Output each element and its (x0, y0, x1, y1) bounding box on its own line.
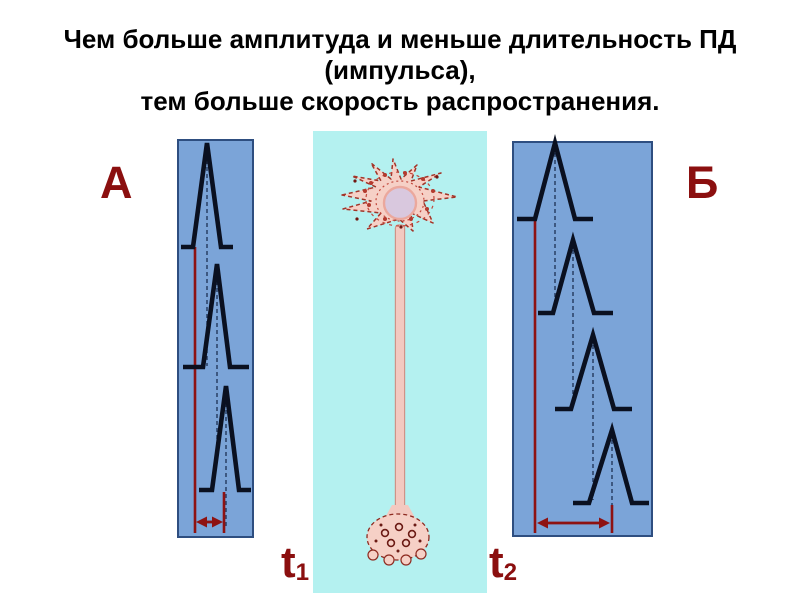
panel-a-recording (177, 139, 254, 538)
label-t1: t1 (281, 541, 309, 585)
soma-texture-ring-outer (365, 171, 435, 227)
label-t2-sub: 2 (503, 558, 518, 586)
label-t2-base: t (489, 538, 504, 587)
page-title: Чем больше амплитуда и меньше длительнос… (0, 24, 800, 117)
label-t1-sub: 1 (295, 558, 310, 586)
neuron-panel (313, 131, 487, 593)
label-t1-base: t (281, 538, 296, 587)
label-panel-b: Б (686, 157, 719, 208)
title-line-2: (импульса), (324, 55, 476, 85)
soma-texture-ring-inner (375, 180, 425, 222)
axon (394, 224, 406, 514)
terminal-vesicles (380, 522, 417, 548)
nucleus (382, 185, 418, 221)
panel-b-recording (512, 141, 653, 537)
title-line-1: Чем больше амплитуда и меньше длительнос… (63, 24, 737, 54)
neuron-illustration (341, 158, 458, 566)
terminal-dots (374, 523, 422, 553)
terminal-feet (367, 548, 427, 566)
title-line-3: тем больше скорость распространения. (140, 86, 660, 116)
soma-speckles (353, 171, 439, 229)
label-panel-a: А (100, 157, 133, 208)
axon-terminal (366, 513, 430, 561)
label-t2: t2 (489, 541, 517, 585)
